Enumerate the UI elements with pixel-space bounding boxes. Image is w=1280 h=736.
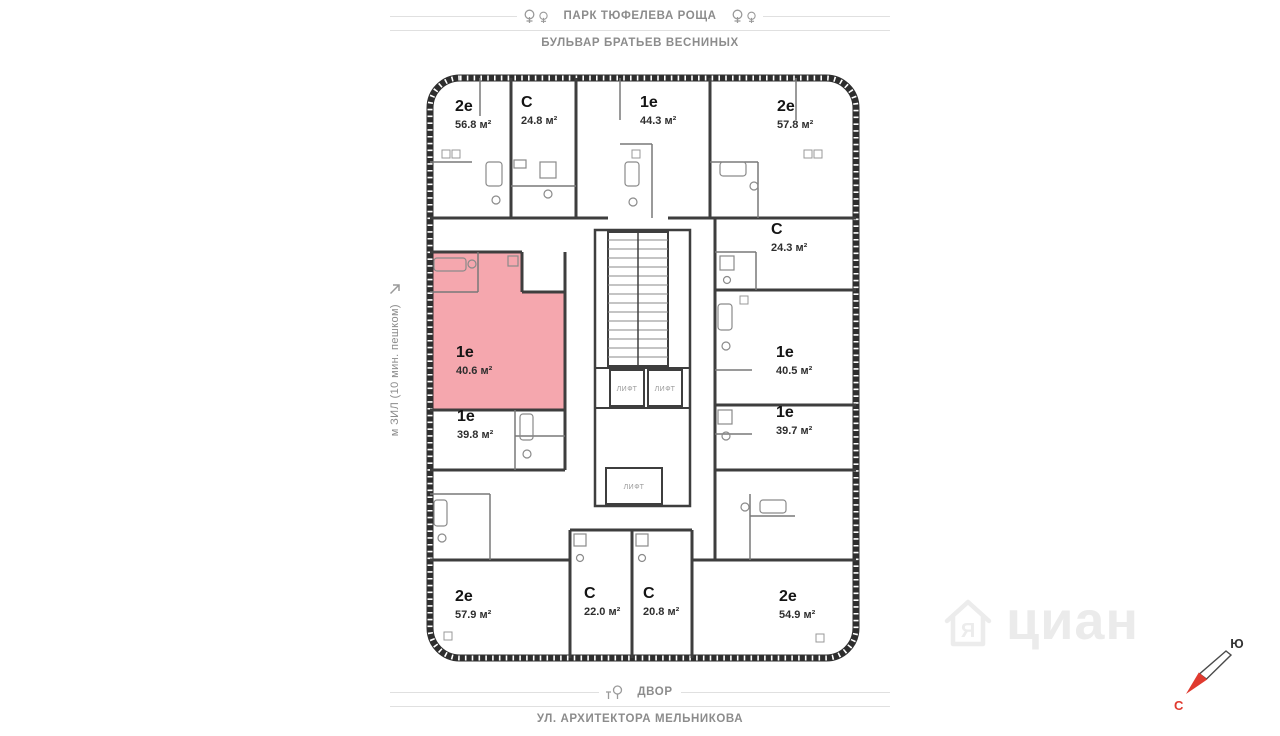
apartment-area: 40.5 м² <box>776 364 813 377</box>
apartment-label[interactable]: 2е 57.9 м² <box>455 588 492 621</box>
apartment-label[interactable]: С 20.8 м² <box>643 585 680 618</box>
apartment-label[interactable]: 1е 44.3 м² <box>640 94 677 127</box>
apartment-label-selected[interactable]: 1е 40.6 м² <box>456 344 493 377</box>
apartment-label[interactable]: 1е 40.5 м² <box>776 344 813 377</box>
bottom-street-name: УЛ. АРХИТЕКТОРА МЕЛЬНИКОВА <box>536 713 744 725</box>
divider-line-left <box>390 691 600 693</box>
elevator-shaft <box>647 369 683 407</box>
apartment-area: 40.6 м² <box>456 364 493 377</box>
apartment-area: 20.8 м² <box>643 605 680 618</box>
elevator-labels: ЛИФТ ЛИФТ ЛИФТ <box>617 386 676 491</box>
partition-walls <box>430 78 797 560</box>
apartment-type: С <box>521 94 533 111</box>
apartment-area: 24.8 м² <box>521 114 558 127</box>
apartment-area: 39.8 м² <box>457 428 494 441</box>
divider-line-right <box>762 15 890 17</box>
floorplan-svg: ЛИФТ ЛИФТ ЛИФТ <box>426 74 860 662</box>
appliance-icons <box>441 149 825 643</box>
apartment-type: С <box>771 221 783 238</box>
apartment-type: С <box>584 585 596 602</box>
elevator-label: ЛИФТ <box>655 386 676 393</box>
apartment-type: 2е <box>455 588 473 605</box>
elevator-label: ЛИФТ <box>617 386 638 393</box>
apartment-type: 1е <box>456 344 474 361</box>
apartment-type: 2е <box>779 588 797 605</box>
apartment-area: 57.8 м² <box>777 118 814 131</box>
apartment-label[interactable]: С 22.0 м² <box>584 585 621 618</box>
apartment-area: 54.9 м² <box>779 608 816 621</box>
stair-core <box>593 228 692 508</box>
compass-north-label: С <box>1174 698 1184 713</box>
metro-label-text: м ЗИЛ (10 мин. пешком) <box>389 304 401 437</box>
watermark: Я циан <box>940 592 1139 650</box>
apartment-label[interactable]: 1е 39.7 м² <box>776 404 813 437</box>
apartment-type: 1е <box>640 94 658 111</box>
watermark-text: циан <box>1006 591 1140 651</box>
compass-needle-tail <box>1198 650 1233 681</box>
apartment-type: 1е <box>776 344 794 361</box>
apartment-area: 44.3 м² <box>640 114 677 127</box>
apartment-type: 2е <box>455 98 473 115</box>
apartment-label[interactable]: 2е 57.8 м² <box>777 98 814 131</box>
park-name: ПАРК ТЮФЕЛЕВА РОЩА <box>563 10 717 22</box>
fixture-icons <box>433 159 787 563</box>
compass-south-label: Ю <box>1230 636 1243 651</box>
park-trees-right-icon <box>731 9 757 24</box>
divider-line-left <box>390 15 518 17</box>
apartment-label[interactable]: 2е 56.8 м² <box>455 98 492 131</box>
interior-walls <box>430 78 856 658</box>
elevator-label: ЛИФТ <box>624 484 645 491</box>
park-row: ПАРК ТЮФЕЛЕВА РОЩА <box>390 8 890 24</box>
metro-label: м ЗИЛ (10 мин. пешком) <box>384 282 406 436</box>
yard-icon <box>605 684 623 700</box>
selected-apartment-region[interactable] <box>430 252 565 410</box>
elevator-shaft <box>609 369 645 407</box>
divider-line-top <box>390 30 890 31</box>
apartment-area: 57.9 м² <box>455 608 492 621</box>
divider-line-right <box>680 691 891 693</box>
apartment-type: 2е <box>777 98 795 115</box>
building-outline-hatch <box>427 75 859 661</box>
apartment-type: 1е <box>457 408 475 425</box>
boulevard-name: БУЛЬВАР БРАТЬЕВ ВЕСНИНЫХ <box>541 37 739 49</box>
apartment-label[interactable]: С 24.8 м² <box>521 94 558 127</box>
apartment-type: 1е <box>776 404 794 421</box>
cian-house-icon: Я <box>944 599 992 647</box>
yard-row: ДВОР <box>390 684 891 700</box>
apartment-area: 56.8 м² <box>455 118 492 131</box>
apartment-label[interactable]: С 24.3 м² <box>771 221 808 254</box>
northeast-arrow-icon <box>389 284 400 295</box>
elevator-shaft <box>605 467 663 505</box>
compass: Ю С <box>1170 630 1252 716</box>
apartment-area: 39.7 м² <box>776 424 813 437</box>
compass-needle-north <box>1186 672 1208 694</box>
watermark-logo-letter: Я <box>961 620 975 642</box>
divider-line-bottom <box>390 706 890 707</box>
top-streets-band: ПАРК ТЮФЕЛЕВА РОЩА БУЛЬВАР БРАТЬЕВ ВЕСНИ… <box>390 8 890 49</box>
yard-name: ДВОР <box>637 686 673 698</box>
apartment-area: 22.0 м² <box>584 605 621 618</box>
apartment-label[interactable]: 2е 54.9 м² <box>779 588 816 621</box>
park-trees-left-icon <box>523 9 549 24</box>
apartment-label[interactable]: 1е 39.8 м² <box>457 408 494 441</box>
apartment-type: С <box>643 585 655 602</box>
apartment-area: 24.3 м² <box>771 241 808 254</box>
bottom-streets-band: ДВОР УЛ. АРХИТЕКТОРА МЕЛЬНИКОВА <box>390 684 891 725</box>
